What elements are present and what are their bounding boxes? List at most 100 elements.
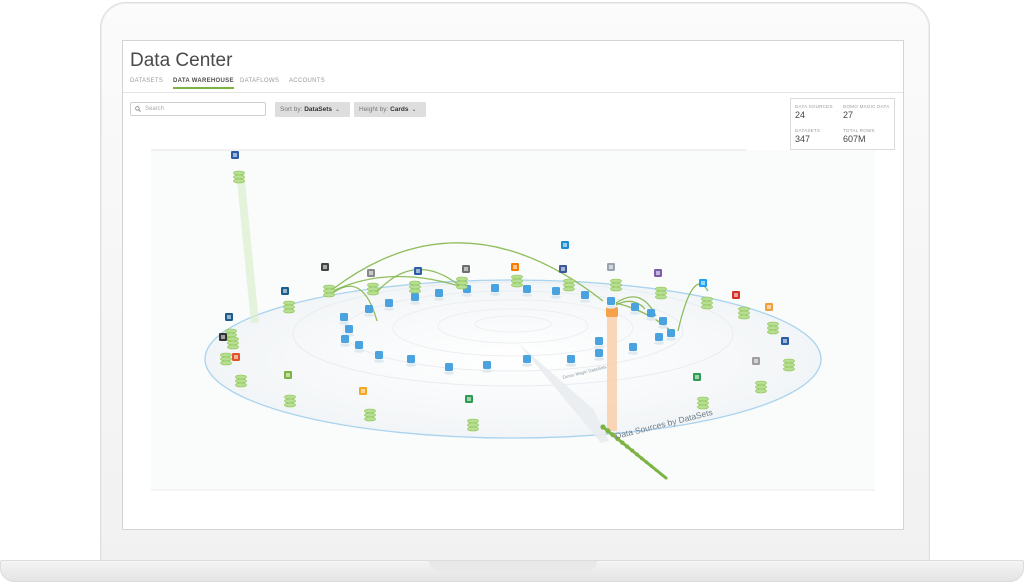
dataset-icon [341,335,349,343]
source-stack [283,300,295,306]
source-stack [783,362,795,368]
sort-by-dropdown[interactable]: Sort by: DataSets⌄ [275,102,350,117]
dataset-icon [523,285,531,293]
source-logo-mark [783,339,787,343]
source-stack [367,286,379,292]
dataset-icon [375,351,383,359]
source-stack [283,304,295,310]
source-logo-mark [286,373,290,377]
laptop-notch [429,561,597,571]
connection-arc [332,242,604,302]
source-logo-mark [234,355,238,359]
inner-ring [437,308,589,344]
dataset-shadow [354,349,364,353]
dataset-shadow [606,305,616,309]
height-by-dropdown[interactable]: Height by: Cards⌄ [354,102,426,117]
outer-sources [219,151,795,432]
trail-dot [600,424,606,430]
source-logo-mark [734,293,738,297]
source-stack [511,274,523,280]
tab-datasets[interactable]: DATASETS [130,78,164,84]
dataset-icon [385,299,393,307]
dataset-shadow [410,301,420,305]
tab-data-warehouse[interactable]: DATA WAREHOUSE [173,78,234,89]
source-stack [738,314,750,320]
source-stack [563,286,575,292]
source-stack [284,402,296,408]
highlight-dataset [606,307,618,317]
source-stack [227,344,239,350]
source-stack [767,325,779,331]
dataset-shadow [522,363,532,367]
source-stack [227,336,239,342]
source-stack [467,418,479,424]
dataset-icon [595,337,603,345]
dataset-icon [581,291,589,299]
source-stack [367,282,379,288]
trail-dot [659,472,663,476]
source-logo-mark [609,265,613,269]
stat-value: 347 [795,134,811,144]
source-stack [220,352,232,358]
app-screen: Data Center DATASETS DATA WAREHOUSE DATA… [122,40,904,530]
dataset-icon [595,349,603,357]
source-stack [323,284,335,290]
source-stack [233,178,245,184]
trail-dot [654,468,658,472]
dataset-shadow [384,307,394,311]
source-stack [767,329,779,335]
connection-arc [615,300,646,310]
source-logo-mark [221,335,225,339]
dataset-shadow [444,371,454,375]
source-stack [456,284,468,290]
dataset-icon [483,361,491,369]
source-logo-mark [701,281,705,285]
source-stack [511,278,523,284]
source-logo-mark [361,389,365,393]
dataset-shadow [580,299,590,303]
source-logo-mark [767,305,771,309]
source-stack [755,388,767,394]
source-logo-mark [227,315,231,319]
source-stack [235,374,247,380]
source-stack [225,332,237,338]
dataset-icon [345,325,353,333]
warehouse-3d-view[interactable]: Data Sources by DataSets Domo Magic Data… [123,41,903,529]
warehouse-visualization[interactable]: Data Sources by DataSets Domo Magic Data… [123,41,903,529]
trail-dot [639,456,644,461]
dataset-icon [523,355,531,363]
source-stack [364,412,376,418]
source-stack [367,290,379,296]
dataset-shadow [630,311,640,315]
trail-dot [620,440,625,445]
chevron-down-icon: ⌄ [411,107,417,113]
stat-magic-data: DOMO MAGIC DATA 27 [843,104,893,120]
connection-arc [332,285,378,322]
source-stack [225,328,237,334]
source-stack [233,174,245,180]
ring-pointer [518,343,609,443]
source-logo-mark [656,271,660,275]
stat-total-rows: TOTAL ROWS 607M [843,128,893,144]
search-placeholder: Search [145,106,165,112]
source-stack [783,358,795,364]
source-logo-mark [233,153,237,157]
search-input[interactable]: Search [130,102,266,116]
source-stack [467,426,479,432]
source-stack [767,321,779,327]
inner-ring [342,290,684,372]
stat-label: DOMO MAGIC DATA [843,104,890,109]
dataset-shadow [658,325,668,329]
source-stack [235,382,247,388]
dataset-shadow [490,292,500,296]
inner-datasets [339,284,676,375]
source-stack [738,306,750,312]
trail-dot [630,448,635,453]
dataset-icon [659,317,667,325]
tab-dataflows[interactable]: DATAFLOWS [240,78,280,84]
source-stack [284,398,296,404]
tab-accounts[interactable]: ACCOUNTS [289,78,326,84]
chevron-down-icon: ⌄ [335,107,341,113]
source-stack [701,296,713,302]
source-stack [409,284,421,290]
